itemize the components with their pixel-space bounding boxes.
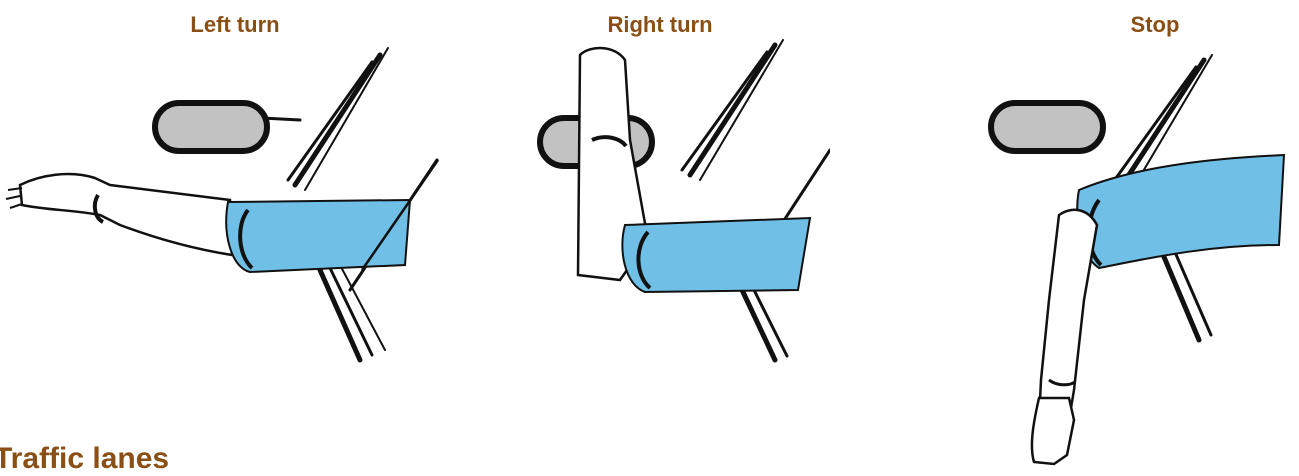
hand xyxy=(1032,398,1074,464)
lowered-arm xyxy=(1039,210,1097,420)
stop-illustration xyxy=(979,0,1299,474)
right-turn-illustration xyxy=(530,0,830,474)
side-mirror xyxy=(991,103,1103,151)
left-turn-illustration xyxy=(0,0,440,474)
arm-outline xyxy=(20,174,232,255)
side-mirror xyxy=(155,103,267,151)
section-heading: Traffic lanes xyxy=(0,442,169,476)
sleeve xyxy=(1077,155,1284,268)
sleeve xyxy=(226,200,410,272)
sleeve xyxy=(622,218,810,292)
